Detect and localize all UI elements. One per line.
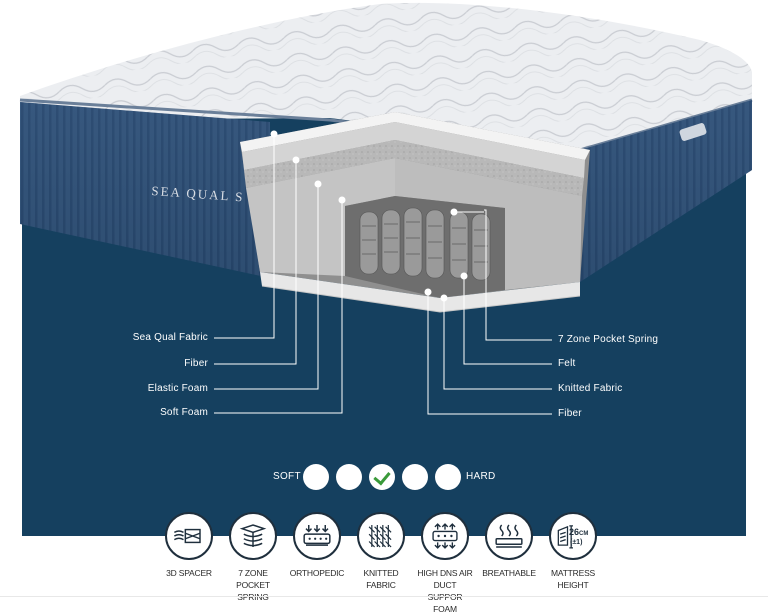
orthopedic-icon <box>293 512 341 560</box>
firmness-level-5 <box>435 464 461 490</box>
layer-label-knitted-fabric: Knitted Fabric <box>558 383 623 394</box>
layer-label-pocket-spring: 7 Zone Pocket Spring <box>558 334 659 345</box>
feature-mattress-height: 26CM (±1) MATTRESS HEIGHT <box>544 512 602 591</box>
layer-label-sea-qual-fabric: Sea Qual Fabric <box>132 332 208 343</box>
mattress-cutaway-illustration <box>19 2 753 313</box>
breathable-icon <box>485 512 533 560</box>
bottom-divider <box>0 596 768 597</box>
firmness-scale: SOFT HARD <box>0 462 768 492</box>
pocket-spring-icon <box>229 512 277 560</box>
layer-label-felt: Felt <box>558 358 576 369</box>
3d-spacer-icon <box>165 512 213 560</box>
mattress-height-value: 26CM <box>569 527 589 537</box>
firmness-level-4 <box>402 464 428 490</box>
layer-label-fiber-bottom: Fiber <box>558 408 582 419</box>
firmness-hard-label: HARD <box>466 471 496 482</box>
knitted-fabric-icon <box>357 512 405 560</box>
feature-orthopedic: ORTHOPEDIC <box>288 512 346 579</box>
feature-air-duct-foam: HIGH DNS AIR DUCT SUPPOR FOAM <box>416 512 474 615</box>
layer-label-fiber-top: Fiber <box>184 358 208 369</box>
mattress-height-icon <box>549 512 597 560</box>
firmness-level-2 <box>336 464 362 490</box>
firmness-level-1 <box>303 464 329 490</box>
air-duct-foam-icon <box>421 512 469 560</box>
firmness-level-3-selected <box>369 464 395 490</box>
layer-label-soft-foam: Soft Foam <box>160 407 208 418</box>
layer-label-elastic-foam: Elastic Foam <box>147 383 208 394</box>
feature-3d-spacer: 3D SPACER <box>160 512 218 579</box>
firmness-soft-label: SOFT <box>273 471 301 482</box>
feature-breathable: BREATHABLE <box>480 512 538 579</box>
feature-knitted-fabric: KNITTED FABRIC <box>352 512 410 591</box>
mattress-height-tolerance: (±1) <box>570 539 583 546</box>
feature-pocket-spring: 7 ZONE POCKET SPRING <box>224 512 282 603</box>
